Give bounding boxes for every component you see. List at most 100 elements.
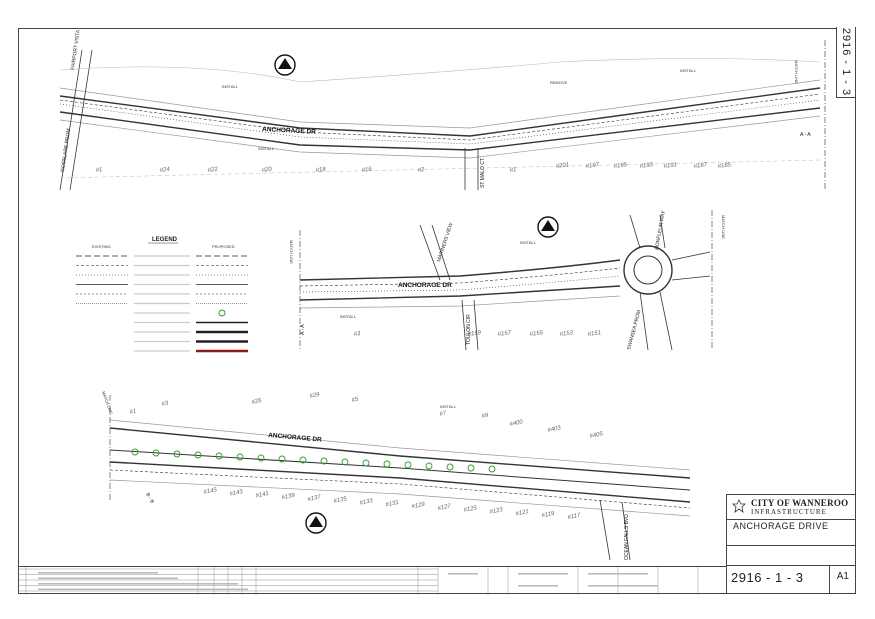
street-ocean-falls: OCEAN FALLS BVD [624,514,630,560]
lot-label: #133 [359,498,374,507]
street-swansea: SWANSEA PROM [626,309,642,350]
lot-label: #400 [509,419,524,428]
lot-label: #119 [541,511,556,520]
tree-marker [446,463,454,471]
lot-label: #16 [361,167,372,174]
match-line-mid-2: MATCH LINE [721,215,726,239]
legend-title: LEGEND [152,237,178,243]
tree-marker [194,451,202,459]
section-aa-top: A - A [800,132,811,138]
lot-label: #193 [639,162,654,170]
street-honfleur: HONFLEUR WAY [654,210,667,251]
lot-label: #143 [229,489,244,498]
lot-label: #5 [351,397,359,404]
tree-marker [299,456,307,464]
revision-table-grid [18,567,699,595]
lot-label: #191 [663,162,677,170]
note-mid-2: INSTALL [340,314,357,319]
lot-label: #195 [613,162,628,170]
lot-label: #201 [555,162,569,170]
tree-marker [215,452,223,460]
lot-label: #29 [309,392,321,400]
org-name: CITY OF WANNEROO [751,498,849,508]
tree-marker [425,462,433,470]
note-4: INSTALL [680,68,697,73]
lot-label: #139 [281,493,296,502]
revision-table [18,566,726,595]
lot-label: #1 [129,409,137,416]
lot-label: #135 [333,496,348,505]
lot-label: #3 [161,401,169,408]
section-bb: B - B [144,492,155,505]
lot-label: #185 [717,162,732,170]
drawing-number: 2916 - 1 - 3 [731,570,804,585]
tree-marker [362,459,370,467]
lot-label: #125 [463,505,478,514]
tree-marker [320,457,328,465]
city-logo-icon [732,499,746,513]
lot-label: #18 [315,167,326,174]
note-2: REMOVE [550,80,568,85]
drawing-frame [18,28,856,594]
tree-marker [152,449,160,457]
legend-existing: EXISTING [92,244,111,249]
lot-label: #157 [497,330,512,338]
match-line-mid-1: MATCH LINE [289,240,294,264]
street-toulon: TOULON CIR [466,314,472,345]
lot-label: #127 [437,503,452,512]
title-block: CITY OF WANNEROO INFRASTRUCTURE ANCHORAG… [726,494,856,594]
plan-top: ANCHORAGE DR FAIRPORT VISTA ROSSLARE PRO… [59,29,826,191]
lot-label: #131 [385,500,399,509]
tree-marker [341,458,349,466]
match-line-bottom: MATCH LINE [101,391,114,416]
street-fairport: FAIRPORT VISTA [70,29,82,70]
legend: LEGEND EXISTING PROPOSED [76,237,248,353]
title-org: CITY OF WANNEROO INFRASTRUCTURE [727,495,855,520]
tree-marker [173,450,181,458]
legend-proposed: PROPOSED [212,244,235,249]
lot-label: #20 [261,167,272,174]
title-sheet-info [727,545,855,566]
lot-label: #159 [467,330,482,338]
tree-marker [131,448,139,456]
tree-marker [236,453,244,461]
title-number: 2916 - 1 - 3 A1 [727,565,855,593]
tree-marker [488,465,496,473]
legend-tree-icon [218,309,226,317]
title-project: ANCHORAGE DRIVE [727,519,855,546]
lot-label: #155 [529,330,544,338]
lot-label: #405 [589,431,604,440]
org-sub: INFRASTRUCTURE [751,508,827,516]
lot-label: #3 [353,331,361,338]
plan-top-road-name: ANCHORAGE DR [262,126,316,136]
street-mariners: MARINERS VIEW [436,222,454,263]
lot-label: #187 [693,162,708,170]
section-aa-mid: A - A [300,324,306,335]
lot-label: #137 [307,494,322,503]
plan-mid-road-name: ANCHORAGE DR [398,282,452,289]
tree-marker [404,461,412,469]
note-1: INSTALL [222,84,239,89]
lot-label: #9 [481,413,489,420]
lot-label: #117 [567,512,582,521]
lot-label: #25 [251,398,263,406]
plan-middle: ANCHORAGE DR MARINERS VIEW TOULON CIR SW… [289,210,726,351]
project-name: ANCHORAGE DRIVE [733,521,829,531]
plan-bottom: ANCHORAGE DR OCEAN FALLS BVD INSTALL MAT… [101,391,691,561]
lot-label: #22 [207,167,218,174]
lot-label: #145 [203,487,218,496]
tree-marker [467,464,475,472]
lot-label: #1 [95,167,102,174]
lot-label: #24 [159,167,170,174]
lot-label: #403 [547,425,562,434]
tree-marker [257,454,265,462]
corner-drawing-number: 2916 - 1 - 3 [836,27,856,98]
street-st-malo: ST MALO CT [480,158,486,188]
tree-marker [278,455,286,463]
lot-label: #129 [411,502,426,511]
lot-label: #151 [587,330,601,338]
lot-label: #1 [509,167,516,174]
street-rosslare: ROSSLARE PROM [60,128,72,172]
lot-label: #123 [489,507,504,516]
